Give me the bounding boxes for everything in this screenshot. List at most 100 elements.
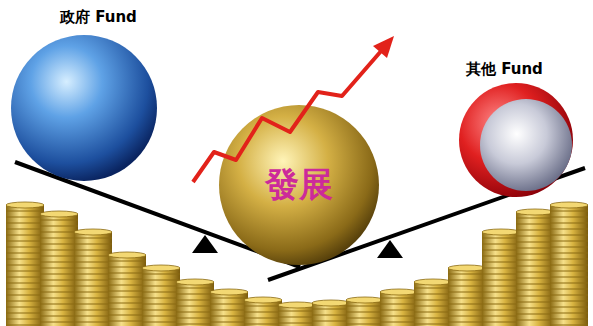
coin-edge: [380, 304, 418, 305]
coin-edge: [482, 298, 520, 299]
sphere: [480, 99, 572, 191]
coin-edge: [516, 296, 554, 297]
coin-edge: [176, 324, 214, 325]
coin-edge: [244, 318, 282, 319]
coin-edge: [6, 295, 44, 296]
coin-edge: [448, 304, 486, 305]
coin-edge: [550, 253, 588, 254]
coin-top: [210, 289, 248, 295]
coin-edge: [210, 322, 248, 323]
coin-edge: [516, 218, 554, 219]
coin-edge: [210, 298, 248, 299]
coin-top: [108, 252, 146, 258]
coin-top: [40, 211, 78, 217]
sphere: [459, 83, 573, 197]
coin-stack: [278, 302, 316, 326]
coin-edge: [6, 325, 44, 326]
coin-edge: [516, 290, 554, 291]
coin-edge: [6, 307, 44, 308]
coin-edge: [346, 318, 384, 319]
coin-column: [380, 292, 418, 326]
coin-edge: [40, 298, 78, 299]
coin-edge: [176, 288, 214, 289]
coin-column: [482, 232, 520, 326]
sphere-node: 政府 Fund: [10, 8, 180, 182]
coin-column: [108, 255, 146, 326]
coin-edge: [550, 319, 588, 320]
coin-edge: [74, 250, 112, 251]
coin-edge: [482, 304, 520, 305]
coin-top: [6, 202, 44, 208]
coin-stack: [448, 265, 486, 326]
coin-edge: [482, 286, 520, 287]
coin-edge: [482, 274, 520, 275]
coin-top: [380, 289, 418, 295]
coin-edge: [108, 309, 146, 310]
coin-edge: [516, 272, 554, 273]
coin-edge: [74, 316, 112, 317]
coin-edge: [414, 306, 452, 307]
coin-edge: [550, 217, 588, 218]
coin-edge: [414, 294, 452, 295]
coin-edge: [482, 262, 520, 263]
coin-top: [448, 265, 486, 271]
coin-edge: [346, 324, 384, 325]
coin-edge: [516, 242, 554, 243]
coin-edge: [448, 316, 486, 317]
coin-edge: [74, 256, 112, 257]
coin-column: [448, 268, 486, 326]
coin-edge: [74, 286, 112, 287]
growth-arrow: [193, 50, 382, 182]
coin-edge: [516, 314, 554, 315]
coin-edge: [516, 266, 554, 267]
coin-edge: [312, 309, 350, 310]
coin-stack: [482, 229, 520, 326]
coin-edge: [142, 286, 180, 287]
coin-edge: [244, 324, 282, 325]
coin-edge: [6, 253, 44, 254]
coin-edge: [108, 321, 146, 322]
coin-edge: [6, 283, 44, 284]
coin-column: [210, 292, 248, 326]
coin-edge: [244, 312, 282, 313]
coin-edge: [6, 319, 44, 320]
coin-edge: [40, 280, 78, 281]
coin-edge: [176, 294, 214, 295]
coin-edge: [448, 322, 486, 323]
coin-edge: [516, 224, 554, 225]
coin-edge: [550, 223, 588, 224]
coin-column: [346, 300, 384, 326]
coin-edge: [74, 262, 112, 263]
coin-edge: [176, 306, 214, 307]
coin-edge: [550, 301, 588, 302]
coin-edge: [40, 316, 78, 317]
coin-edge: [108, 273, 146, 274]
coin-edge: [550, 307, 588, 308]
sphere: [11, 35, 157, 181]
coin-edge: [142, 298, 180, 299]
coin-edge: [550, 277, 588, 278]
coin-edge: [414, 324, 452, 325]
coin-edge: [6, 277, 44, 278]
coin-top: [550, 202, 588, 208]
coin-edge: [40, 268, 78, 269]
coin-edge: [40, 250, 78, 251]
coin-stack: [74, 229, 112, 326]
coin-edge: [550, 211, 588, 212]
coin-edge: [550, 247, 588, 248]
coin-edge: [40, 220, 78, 221]
arrow-head: [373, 36, 394, 58]
coin-column: [516, 212, 554, 326]
coin-edge: [6, 223, 44, 224]
coin-stack: [380, 289, 418, 326]
coin-edge: [6, 271, 44, 272]
coin-edge: [482, 268, 520, 269]
coin-edge: [482, 238, 520, 239]
coin-edge: [74, 292, 112, 293]
coin-edge: [6, 247, 44, 248]
coin-edge: [108, 279, 146, 280]
sphere-text: 發展: [265, 162, 333, 208]
coin-edge: [414, 300, 452, 301]
coin-edge: [516, 230, 554, 231]
